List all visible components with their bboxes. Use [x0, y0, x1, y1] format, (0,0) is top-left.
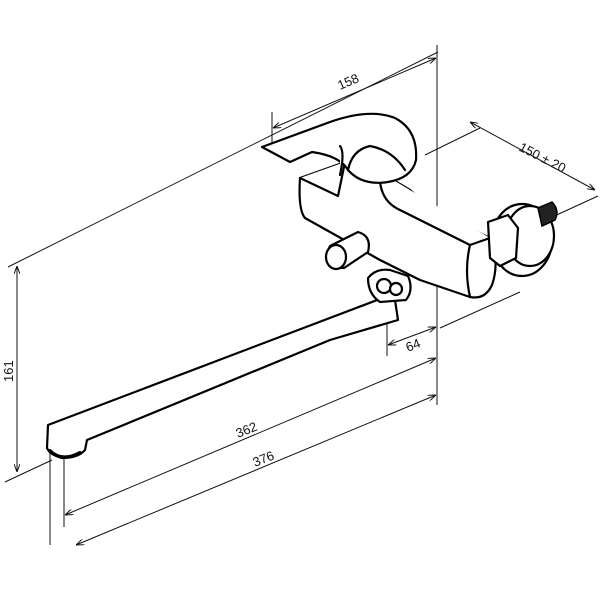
pipe-thread: [537, 201, 558, 228]
extension-lines: [4, 45, 599, 545]
dimension-label-161: 161: [1, 360, 16, 382]
faucet: [45, 112, 558, 460]
dimension-label-64: 64: [404, 335, 423, 354]
dimension-label-362: 362: [234, 419, 260, 441]
dimension-label-376: 376: [251, 448, 277, 470]
nut: [486, 213, 520, 268]
spout: [45, 295, 400, 460]
dimension-label-150: 150 ± 20: [517, 139, 569, 175]
dimension-label-158: 158: [335, 70, 361, 92]
dimension-lines: [17, 58, 595, 545]
